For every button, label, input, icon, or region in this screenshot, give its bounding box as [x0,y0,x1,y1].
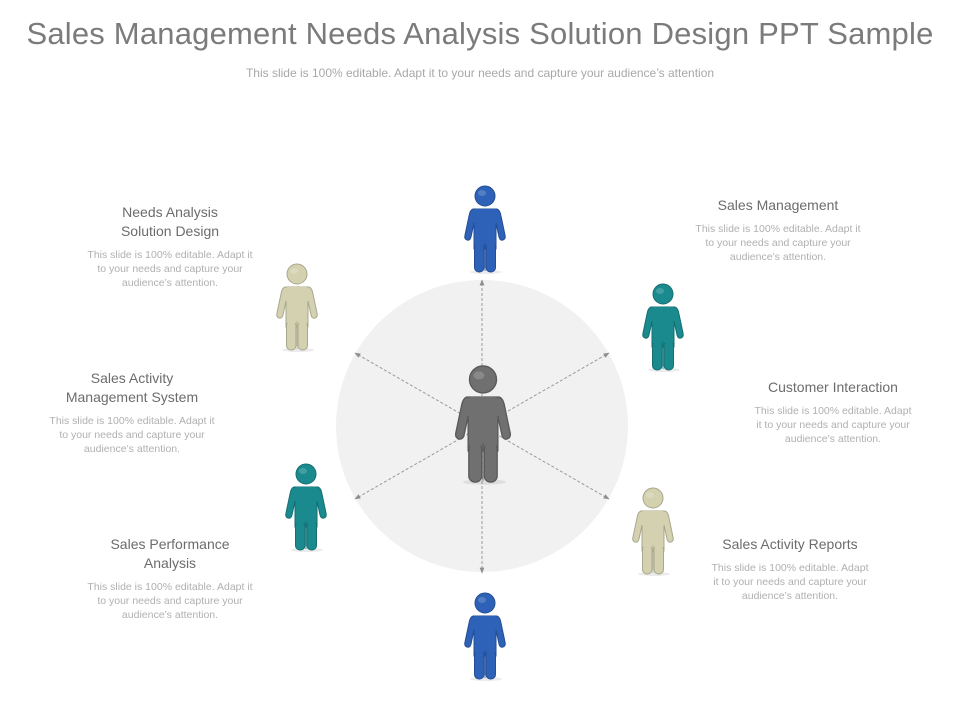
connector-arrow [481,352,610,427]
person-icon-bottom [464,592,506,681]
label-heading: Sales Activity Reports [722,536,858,552]
connector-arrow [481,425,610,500]
person-icon-upper-right [642,283,684,372]
connector-arrow [354,425,483,500]
person-icon-lower-right [632,487,674,576]
connector-arrow [354,352,483,427]
slide-title: Sales Management Needs Analysis Solution… [26,16,934,51]
label-heading: Sales Management [717,197,839,213]
label-sales-activity-reports: Sales Activity Reports This slide is 100… [690,535,890,603]
label-sales-management: Sales Management This slide is 100% edit… [678,196,878,264]
person-icon-center [454,365,512,485]
person-icon-upper-left [276,263,318,352]
label-customer-interaction: Customer Interaction This slide is 100% … [733,378,933,446]
person-icon-lower-left [285,463,327,552]
label-heading: Customer Interaction [768,379,898,395]
slide-subtitle: This slide is 100% editable. Adapt it to… [245,66,715,80]
person-icon-top [464,185,506,274]
